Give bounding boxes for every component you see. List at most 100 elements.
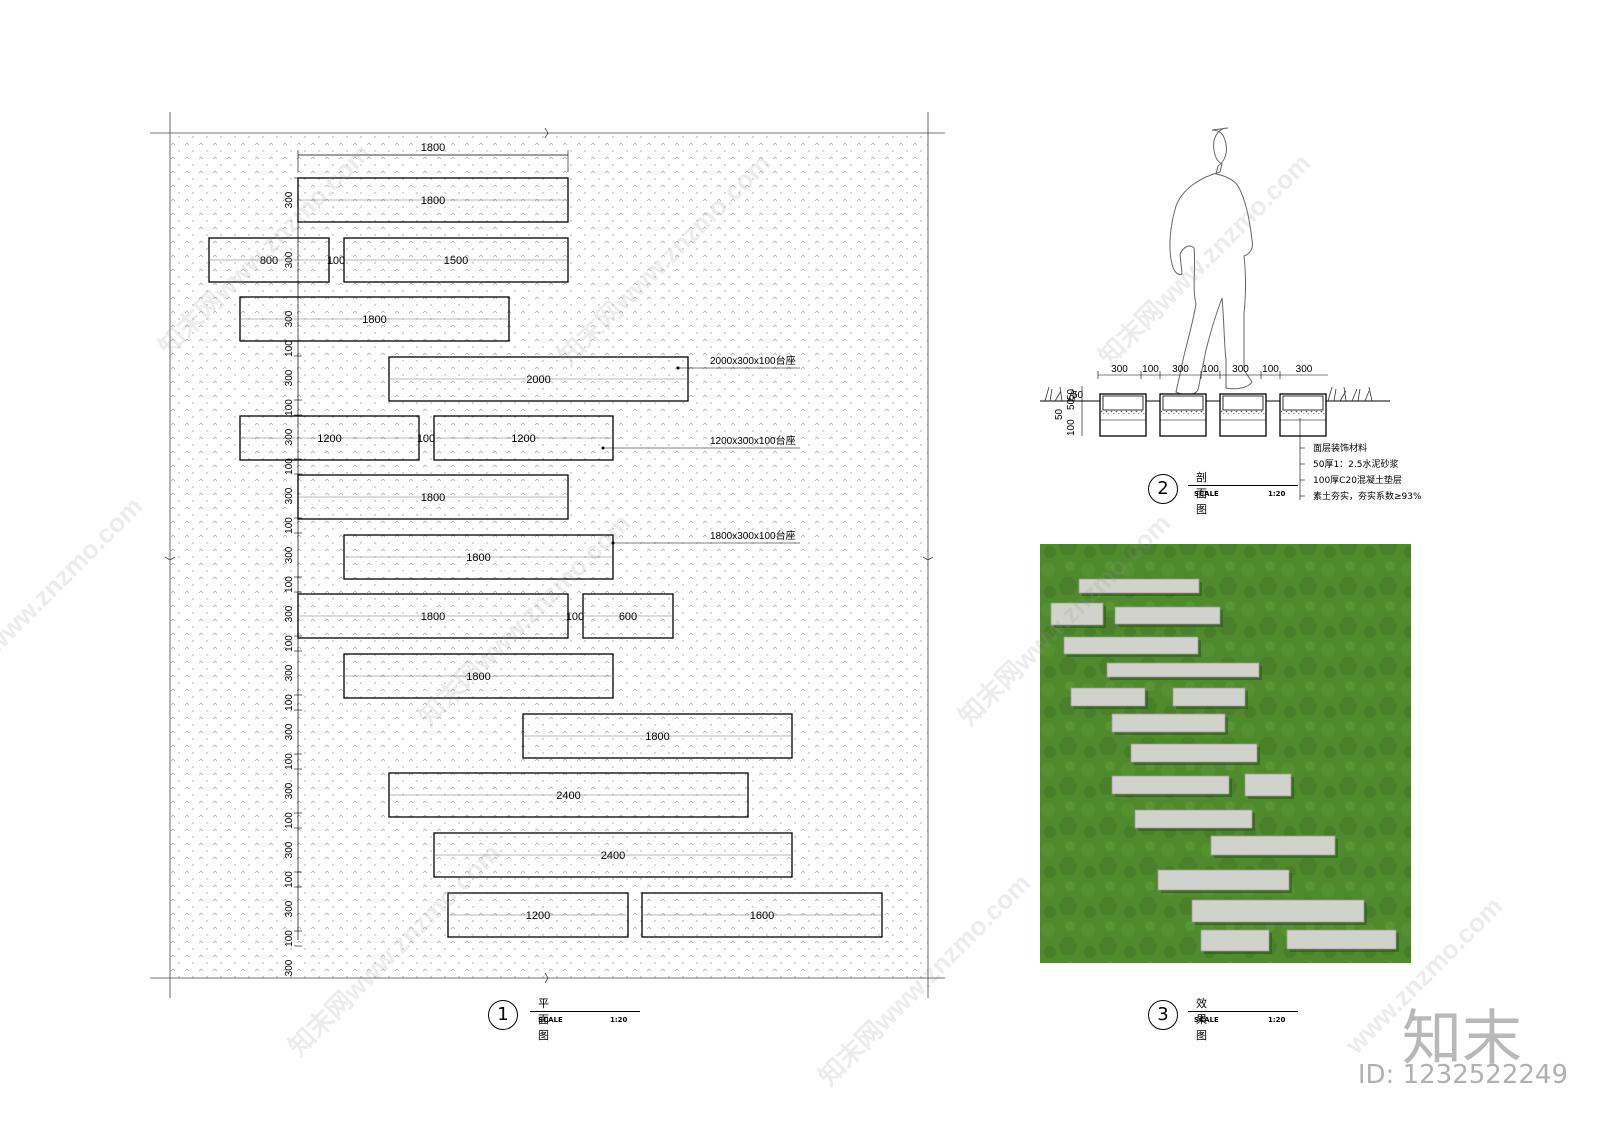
paver-length-label: 1200 [511,433,535,445]
left-dim-label: 300 [284,605,295,622]
render-view [1040,544,1411,963]
section-title-name: 剖面图 [1196,471,1207,516]
section-top-dim: 100 [1142,364,1159,375]
grass-tufts [1044,386,1373,402]
callout-1: 2000x300x100台座 [676,354,800,370]
paver-length-label: 1800 [421,492,445,504]
side-dim-3: 50 [1054,408,1065,420]
section-top-dim: 300 [1296,364,1313,375]
plan-top-dimension: 1800 [421,142,445,154]
section-side-dims: 50 [1072,390,1084,401]
gap-label-1: 100 [327,255,345,267]
section-scale-ratio: 1:20 [1268,490,1286,498]
paver-length-label: 1800 [362,314,386,326]
left-dim-label: 300 [284,191,295,208]
render-stone [1078,578,1200,594]
left-dim-label: 100 [284,753,295,770]
side-dim-1: 50 [1066,388,1077,400]
section-top-dim: 300 [1111,364,1128,375]
layer-label-1: 面层装饰材料 [1313,444,1368,454]
left-dim-label: 300 [284,369,295,386]
left-dim-label: 300 [284,664,295,681]
section-top-dimensions: 300 100 300 100 300 100 300 [1097,364,1313,379]
plan-scale-ratio: 1:20 [610,1016,628,1024]
left-dim-label: 300 [284,723,295,740]
render-stone [1286,929,1397,950]
render-title-name: 效果图 [1196,997,1207,1042]
paver-length-label: 1800 [645,731,669,743]
callout-label-1: 2000x300x100台座 [710,354,796,367]
section-top-dim: 300 [1232,364,1249,375]
render-scale-label: SCALE [1194,1016,1219,1024]
render-stone [1063,636,1199,655]
paver-length-label: 1800 [421,611,445,623]
left-dim-label: 100 [284,458,295,475]
render-stone [1050,602,1104,626]
footing-1 [1099,393,1147,437]
section-title-number: 2 [1148,474,1178,504]
plan-title-name: 平面图 [538,997,549,1042]
render-stone [1191,899,1365,923]
render-stone [1130,743,1258,763]
left-dim-label: 100 [284,812,295,829]
left-dim-label: 100 [284,871,295,888]
layer-label-4: 素土夯实，夯实系数≥93% [1313,492,1422,502]
paver-length-label: 800 [260,255,278,267]
paver-length-label: 600 [619,611,637,623]
render-scale-ratio: 1:20 [1268,1016,1286,1024]
callout-label-3: 1800x300x100台座 [710,529,796,542]
left-dim-label: 300 [284,959,295,976]
paver-length-label: 1600 [750,910,774,922]
callout-label-2: 1200x300x100台座 [710,434,796,447]
section-footings [1099,393,1327,437]
paver-length-label: 1800 [421,195,445,207]
paver-length-label: 2400 [601,850,625,862]
section-top-dim: 100 [1202,364,1219,375]
paver-length-label: 1500 [444,255,468,267]
paver-length-label: 1800 [466,552,490,564]
left-dim-label: 300 [284,782,295,799]
gap-label-3: 100 [566,611,584,623]
left-dim-label: 100 [284,399,295,416]
left-dim-label: 100 [284,635,295,652]
render-stone [1157,869,1290,891]
plan-view: 1800 300 300 300 100 300 100 300 100 300 100 300 10… [150,112,945,998]
section-view: 300 100 300 100 300 100 300 50 50 50 50 100 [1040,127,1390,500]
render-stones [1050,578,1399,954]
section-top-dim: 100 [1262,364,1279,375]
render-stone [1200,929,1270,952]
brand-logo: 知末 [1402,1004,1522,1074]
render-stone [1134,809,1253,829]
image-id-label: ID: 1232522249 [1357,1060,1568,1090]
left-dim-label: 100 [284,930,295,947]
gap-label-2: 100 [417,433,435,445]
render-stone [1244,773,1292,797]
side-dim-2: 50 [1066,398,1077,410]
left-dim-label: 100 [284,694,295,711]
person-figure [1169,127,1253,396]
render-stone [1172,687,1246,707]
paver-length-label: 2400 [556,790,580,802]
render-title-number: 3 [1148,1000,1178,1030]
plan-paver-labels: 1800 800 1500 1800 2000 1200 1200 1800 1800 1800 6… [209,195,882,922]
render-stone [1070,687,1146,707]
paver-length-label: 1800 [466,671,490,683]
paver-length-label: 1200 [317,433,341,445]
callout-2: 1200x300x100台座 [601,434,800,450]
render-stone [1111,713,1226,733]
left-dim-label: 300 [284,900,295,917]
footing-2 [1159,393,1207,437]
render-stone [1111,775,1230,795]
plan-scale-label: SCALE [538,1016,563,1024]
paver-length-label: 2000 [526,374,550,386]
footing-3 [1219,393,1267,437]
side-dim-4: 100 [1066,419,1077,436]
section-top-dim: 300 [1172,364,1189,375]
layer-label-2: 50厚1：2.5水泥砂浆 [1313,460,1399,470]
left-dim-label: 100 [284,576,295,593]
plan-title-number: 1 [488,1000,518,1030]
footing-4 [1279,393,1327,437]
left-dim-label: 300 [284,487,295,504]
left-dim-label: 300 [284,546,295,563]
